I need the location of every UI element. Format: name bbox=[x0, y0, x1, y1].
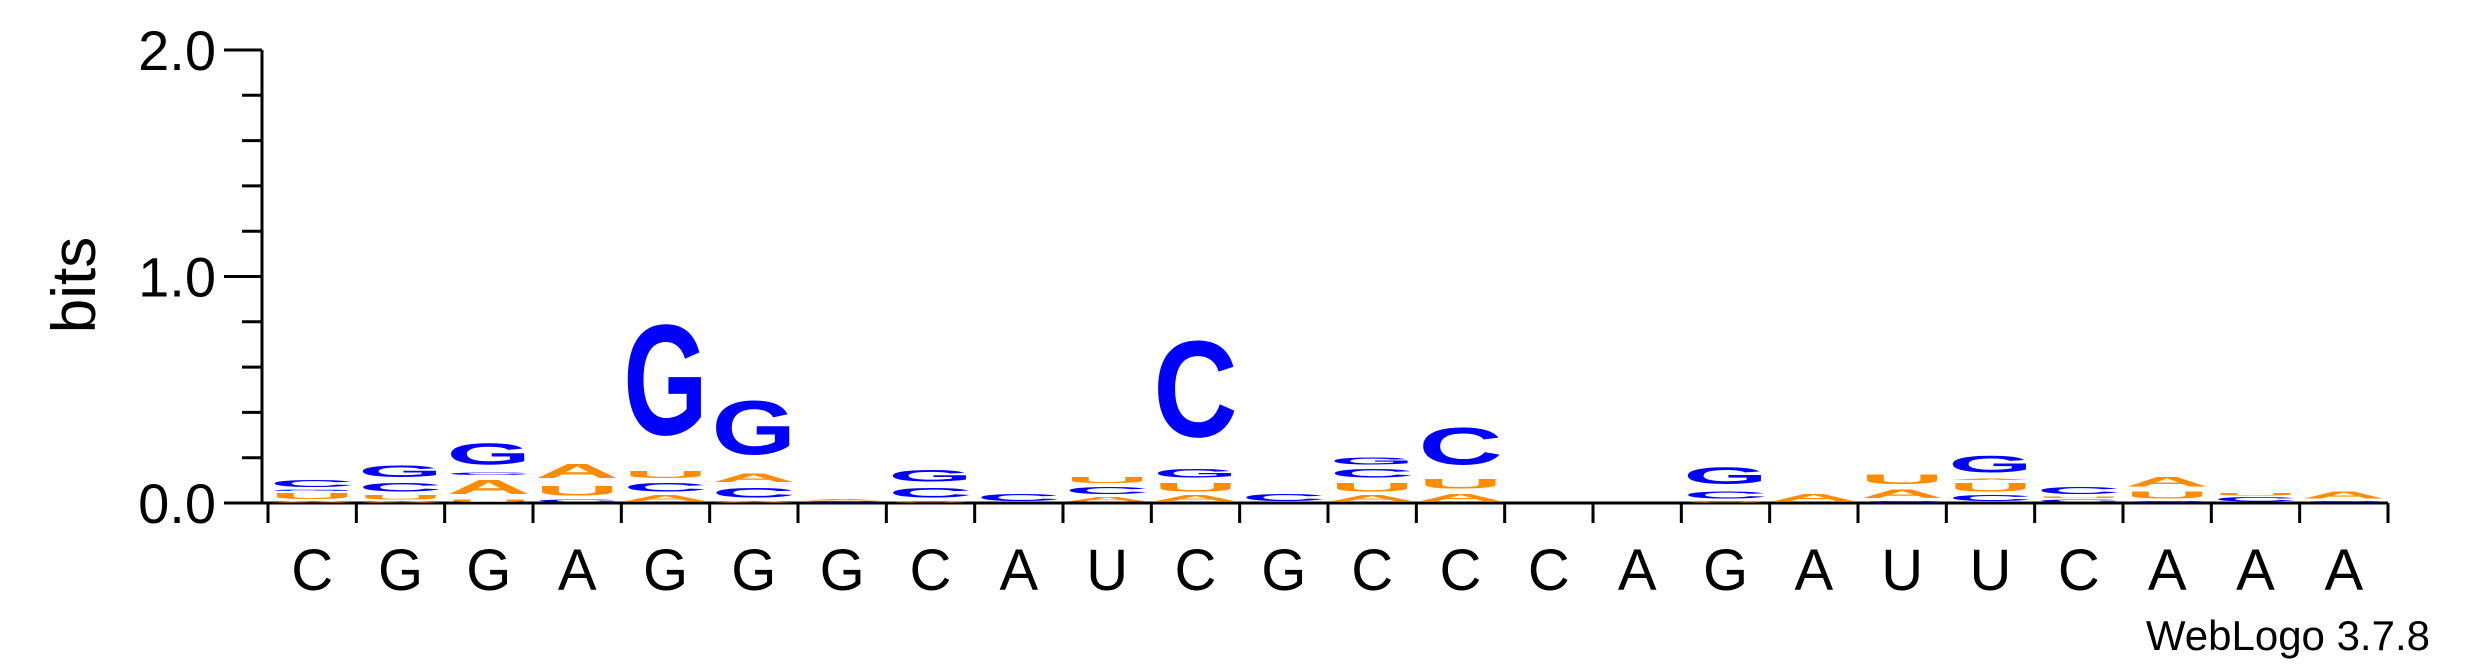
logo-letter: U bbox=[623, 469, 707, 480]
logo-letter: G bbox=[270, 489, 354, 491]
logo-letter: A bbox=[712, 501, 796, 503]
x-tick-label: G bbox=[378, 538, 423, 603]
logo-letter: A bbox=[1418, 492, 1502, 503]
logo-letter: G bbox=[447, 437, 531, 471]
logo-letter: C bbox=[2037, 498, 2121, 503]
y-axis-label: bits bbox=[40, 237, 109, 333]
logo-letter: A bbox=[712, 471, 796, 485]
logo-letter: U bbox=[1683, 501, 1767, 503]
x-tick-label: C bbox=[1175, 538, 1217, 603]
logo-letter: C bbox=[1860, 501, 1944, 503]
x-tick-label: A bbox=[2324, 538, 2363, 603]
weblogo-footer: WebLogo 3.7.8 bbox=[2146, 612, 2430, 659]
logo-letter: A bbox=[447, 476, 531, 499]
y-ticks: 0.0 1.0 2.0 bbox=[138, 19, 262, 535]
logo-letter: U bbox=[1065, 476, 1149, 485]
logo-letter: U bbox=[535, 483, 619, 499]
logo-letter: C bbox=[712, 485, 796, 501]
x-tick-label: G bbox=[1703, 538, 1748, 603]
logo-letter: C bbox=[800, 501, 884, 503]
logo-letter: C bbox=[1418, 417, 1502, 476]
logo-letter: A bbox=[623, 494, 707, 503]
x-tick-label: C bbox=[291, 538, 333, 603]
logo-letter: C bbox=[977, 492, 1061, 503]
logo-letter: C bbox=[1242, 492, 1326, 503]
logo-letter: A bbox=[270, 501, 354, 503]
x-tick-label: G bbox=[466, 538, 511, 603]
x-tick-label: U bbox=[1086, 538, 1128, 603]
x-tick-label: C bbox=[1440, 538, 1482, 603]
x-tick-label: A bbox=[2148, 538, 2187, 603]
logo-letter: U bbox=[2125, 489, 2209, 500]
x-tick-label: A bbox=[1794, 538, 1833, 603]
logo-letter: C bbox=[535, 498, 619, 503]
logo-letter: U bbox=[1860, 471, 1944, 487]
logo-letter: C bbox=[2125, 501, 2209, 503]
logo-letter: C bbox=[447, 471, 531, 476]
logo-letter: G bbox=[712, 385, 796, 471]
logo-letter: C bbox=[2213, 496, 2297, 503]
logo-letter: U bbox=[1330, 480, 1414, 494]
logo-letter: C bbox=[1065, 485, 1149, 496]
x-tick-label: C bbox=[1351, 538, 1393, 603]
logo-letter: C bbox=[623, 480, 707, 494]
x-tick-label: C bbox=[2058, 538, 2100, 603]
x-tick-label: A bbox=[558, 538, 597, 603]
logo-letter: C bbox=[1683, 489, 1767, 500]
logo-letter: G bbox=[1330, 455, 1414, 466]
x-tick-label: G bbox=[1261, 538, 1306, 603]
logo-letter: C bbox=[2037, 485, 2121, 496]
logo-letter: G bbox=[358, 462, 442, 480]
logo-letter: G bbox=[1153, 467, 1237, 481]
x-tick-label: C bbox=[1528, 538, 1570, 603]
x-ticks bbox=[266, 503, 2390, 523]
x-tick-label: G bbox=[820, 538, 865, 603]
y-tick-label: 2.0 bbox=[138, 19, 216, 82]
y-tick-label: 0.0 bbox=[138, 472, 216, 535]
logo-letter: C bbox=[888, 485, 972, 501]
logo-letter: A bbox=[1860, 487, 1944, 501]
logo-letter: U bbox=[270, 492, 354, 501]
x-tick-label: U bbox=[1881, 538, 1923, 603]
x-tick-label: A bbox=[2236, 538, 2275, 603]
logo-letter: C bbox=[270, 478, 354, 489]
x-tick-label: C bbox=[910, 538, 952, 603]
x-tick-label: U bbox=[1970, 538, 2012, 603]
x-tick-label: G bbox=[643, 538, 688, 603]
logo-letter: U bbox=[1153, 480, 1237, 494]
logo-letter: A bbox=[800, 498, 884, 500]
logo-letter: G bbox=[1948, 451, 2032, 478]
logo-letter: C bbox=[1948, 494, 2032, 503]
logo-letter: G bbox=[623, 291, 707, 468]
x-tick-label: G bbox=[731, 538, 776, 603]
logo-letter: C bbox=[358, 480, 442, 494]
logo-letter: U bbox=[888, 501, 972, 503]
logo-letter: U bbox=[447, 498, 531, 503]
logo-letter: G bbox=[888, 467, 972, 485]
logo-letter: U bbox=[1418, 476, 1502, 492]
logo-letter: G bbox=[1683, 462, 1767, 489]
logo-letter: C bbox=[1153, 314, 1237, 467]
logo-letter: C bbox=[1330, 467, 1414, 481]
logo-letter: A bbox=[358, 501, 442, 503]
logo-letter: U bbox=[2213, 492, 2297, 497]
logo-letter: A bbox=[1153, 494, 1237, 503]
logo-letter: A bbox=[1772, 492, 1856, 503]
logo-letter: A bbox=[1065, 496, 1149, 503]
logo-letter: U bbox=[2037, 496, 2121, 498]
x-tick-label: A bbox=[999, 538, 1038, 603]
logo-letter: A bbox=[1948, 478, 2032, 480]
logo-letter: A bbox=[535, 460, 619, 483]
logo-letter: U bbox=[358, 494, 442, 501]
logo-letter: C bbox=[2302, 501, 2386, 503]
logo-letter: U bbox=[1948, 480, 2032, 494]
logo-letter: A bbox=[1330, 494, 1414, 503]
logo-letter: A bbox=[2302, 489, 2386, 500]
logo-letter: A bbox=[2125, 474, 2209, 490]
x-tick-label: A bbox=[1618, 538, 1657, 603]
y-tick-label: 1.0 bbox=[138, 246, 216, 309]
